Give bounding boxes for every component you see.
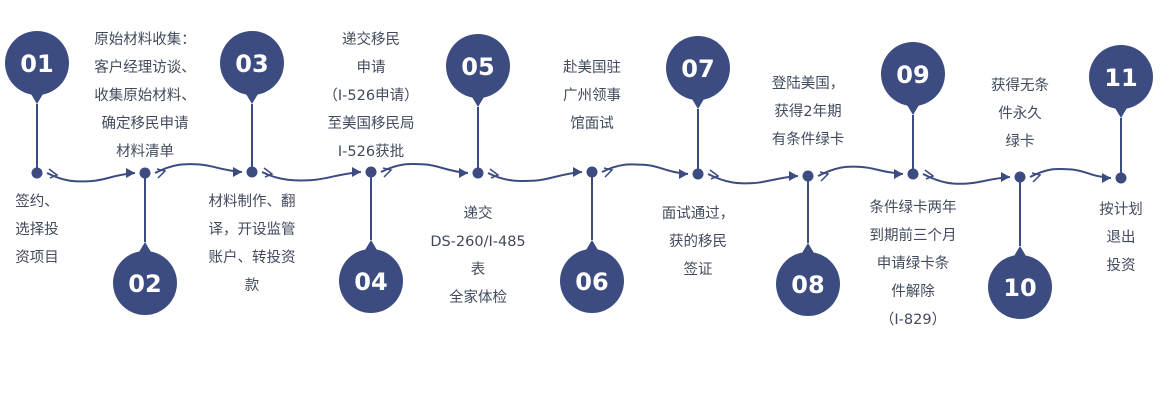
step-03: 03 <box>220 31 284 178</box>
step-02: 02 <box>113 167 177 315</box>
connector-7-8 <box>707 173 799 185</box>
step-04-dot <box>365 166 377 178</box>
step-02-badge <box>113 251 177 315</box>
arrow-tail-5 <box>489 168 500 179</box>
arrow-head-5 <box>459 168 468 178</box>
connector-6-7 <box>601 163 689 175</box>
step-05-badge <box>446 34 510 98</box>
step-02-number: 02 <box>128 270 161 298</box>
step-05-number: 05 <box>461 53 494 81</box>
step-06-dot <box>586 166 598 178</box>
step-05-dot <box>472 167 484 179</box>
arrow-tail-9 <box>924 169 935 180</box>
arrow-head-3 <box>233 167 242 177</box>
step-10-number: 10 <box>1003 274 1036 302</box>
connector-2-3 <box>154 163 243 174</box>
step-05: 05 <box>446 34 510 179</box>
step-02-dot <box>139 167 151 179</box>
step-03-badge <box>220 31 284 95</box>
step-01: 01 <box>5 31 69 179</box>
arrow-tail-10 <box>1031 172 1042 183</box>
step-03-dot <box>246 166 258 178</box>
arrow-head-8 <box>789 171 798 181</box>
step-11-badge <box>1089 45 1153 109</box>
step-04: 04 <box>339 166 403 313</box>
arrow-head-9 <box>894 169 903 179</box>
connector-5-6 <box>487 171 583 183</box>
step-06-number: 06 <box>575 268 608 296</box>
step-07-dot <box>692 168 704 180</box>
step-09-text: 条件绿卡两年 到期前三个月 申请绿卡条 件解除 （I-829） <box>869 200 957 328</box>
step-01-number: 01 <box>20 50 53 78</box>
step-06: 06 <box>560 166 624 313</box>
arrow-tail-8 <box>819 171 830 182</box>
arrow-head-10 <box>1001 172 1010 182</box>
step-01-text: 签约、 选择投 资项目 <box>15 194 59 266</box>
step-10-text: 获得无条 件永久 绿卡 <box>991 78 1049 150</box>
step-08-text: 登陆美国， 获得2年期 有条件绿卡 <box>771 76 845 148</box>
step-10: 10 <box>988 171 1052 319</box>
step-04-number: 04 <box>354 268 387 296</box>
step-04-badge <box>339 249 403 313</box>
arrow-head-6 <box>573 167 582 177</box>
arrow-tail-7 <box>709 169 720 180</box>
step-08: 08 <box>776 170 840 316</box>
arrow-head-11 <box>1102 173 1111 183</box>
step-08-number: 08 <box>791 271 824 299</box>
step-04-text: 递交移民 申请 （I-526申请） 至美国移民局 I-526获批 <box>323 32 419 160</box>
step-03-number: 03 <box>235 50 268 78</box>
step-11-dot <box>1115 172 1127 184</box>
step-09-number: 09 <box>896 61 929 89</box>
connector-8-9 <box>817 165 904 177</box>
timeline-connectors <box>46 162 1112 185</box>
connector-3-4 <box>261 171 362 182</box>
step-07: 07 <box>666 36 730 180</box>
step-03-text: 材料制作、翻 译，开设监管 账户、转投资 款 <box>208 194 296 294</box>
step-05-text: 递交 DS-260/I-485 表 全家体检 <box>430 206 526 306</box>
arrow-head-7 <box>679 169 688 179</box>
arrow-tail-4 <box>382 167 393 178</box>
step-10-dot <box>1014 171 1026 183</box>
step-10-badge <box>988 255 1052 319</box>
arrow-tail-6 <box>603 167 614 178</box>
step-08-badge <box>776 252 840 316</box>
connector-10-11 <box>1029 167 1112 179</box>
connector-4-5 <box>380 162 469 174</box>
arrow-tail-2 <box>156 168 167 179</box>
step-06-text: 赴美国驻 广州领事 馆面试 <box>563 60 621 132</box>
connector-1-2 <box>46 172 136 183</box>
step-11-number: 11 <box>1104 64 1137 92</box>
step-07-badge <box>666 36 730 100</box>
connector-9-10 <box>922 173 1011 185</box>
arrow-tail-3 <box>263 167 274 178</box>
step-11-text: 按计划 退出 投资 <box>1099 202 1143 274</box>
arrow-head-2 <box>126 168 135 178</box>
arrow-tail-1 <box>48 168 59 179</box>
step-02-text: 原始材料收集： 客户经理访谈、 收集原始材料、 确定移民申请 材料清单 <box>94 32 196 160</box>
step-09-dot <box>907 168 919 180</box>
step-01-dot <box>31 167 43 179</box>
step-08-dot <box>802 170 814 182</box>
timeline-steps: 01 02 03 04 05 06 07 08 09 10 11 <box>5 31 1153 319</box>
step-06-badge <box>560 249 624 313</box>
step-07-text: 面试通过， 获的移民 签证 <box>661 206 735 278</box>
step-07-number: 07 <box>681 55 714 83</box>
step-11: 11 <box>1089 45 1153 184</box>
step-09-badge <box>881 42 945 106</box>
step-01-badge <box>5 31 69 95</box>
step-09: 09 <box>881 42 945 180</box>
arrow-head-4 <box>352 167 361 177</box>
